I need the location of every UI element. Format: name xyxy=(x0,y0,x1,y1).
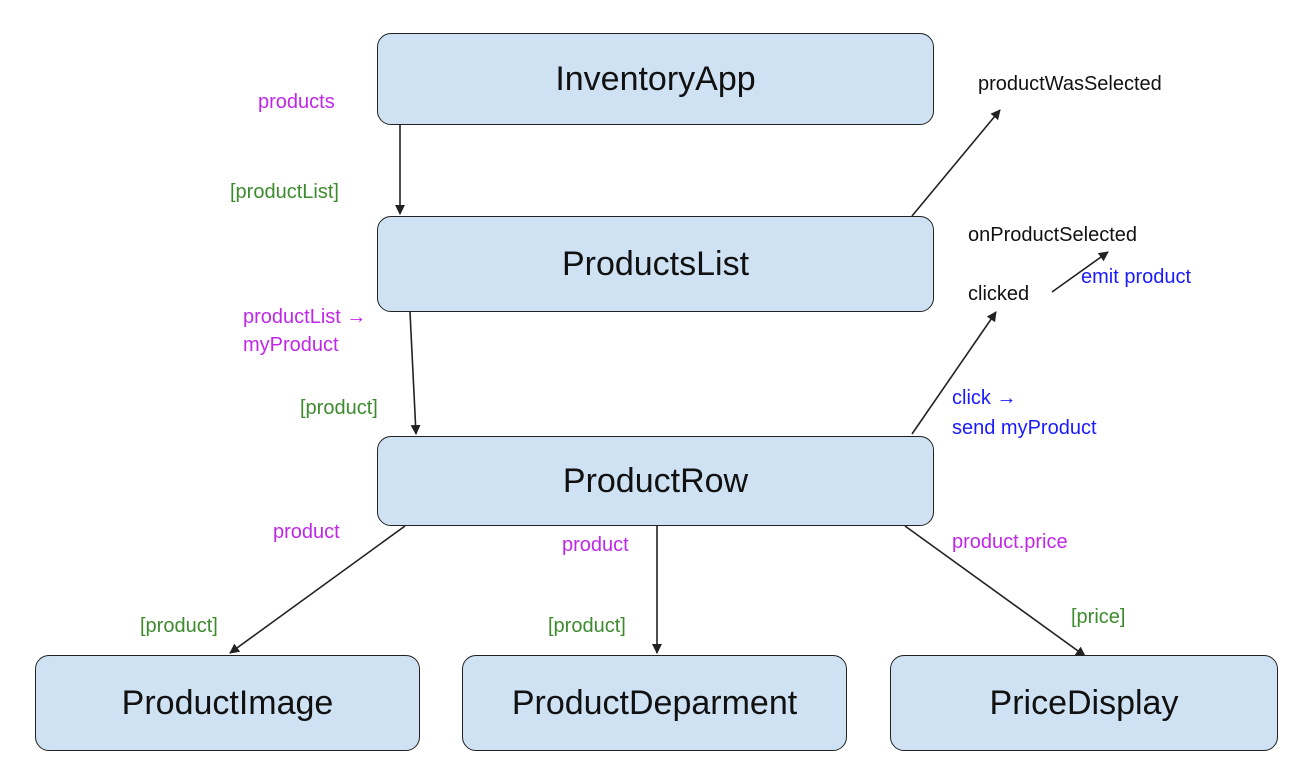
label-product-list-arrow-1: productList → xyxy=(243,306,367,328)
label-click-1: click → xyxy=(952,387,1017,409)
edge-productrow-to-clicked xyxy=(911,311,997,435)
edge-productrow-to-productimage xyxy=(229,525,406,654)
label-click-2: send myProduct xyxy=(952,417,1097,439)
label-product-binding-dept: [product] xyxy=(548,615,626,637)
node-products-list: ProductsList xyxy=(377,216,934,312)
label-clicked: clicked xyxy=(968,283,1030,305)
label-product-binding-row: [product] xyxy=(300,397,378,419)
label-emit-product: emit product xyxy=(1081,266,1192,288)
node-product-department: ProductDeparment xyxy=(462,655,847,751)
label-product-left: product xyxy=(273,521,340,543)
node-price-display: PriceDisplay xyxy=(890,655,1278,751)
label-product-list-binding: [productList] xyxy=(230,181,339,203)
label-on-product-selected: onProductSelected xyxy=(968,224,1138,246)
label-product-mid: product xyxy=(562,534,629,556)
node-product-image: ProductImage xyxy=(35,655,420,751)
edge-productslist-to-productwasselected xyxy=(911,109,1001,217)
label-price-binding: [price] xyxy=(1071,606,1126,628)
label-product-was-selected: productWasSelected xyxy=(978,73,1162,95)
node-inventory-app: InventoryApp xyxy=(377,33,934,125)
label-product-binding-image: [product] xyxy=(140,615,218,637)
edge-productslist-to-productrow xyxy=(409,311,421,435)
label-products: products xyxy=(258,91,335,113)
edge-clicked-to-onproductselected xyxy=(1051,251,1109,293)
label-product-price: product.price xyxy=(952,531,1068,553)
label-product-list-arrow-2: myProduct xyxy=(243,334,339,356)
edge-productrow-to-pricedisplay xyxy=(904,525,1086,657)
node-product-row: ProductRow xyxy=(377,436,934,526)
